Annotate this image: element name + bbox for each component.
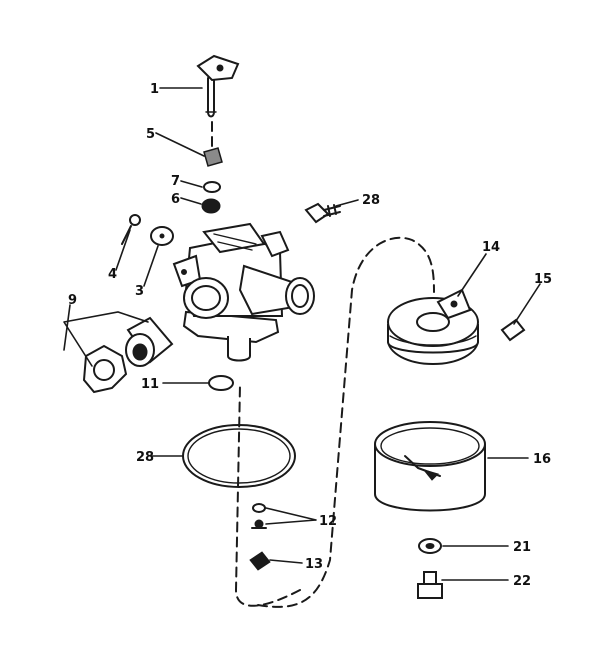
callout-6: 6 (171, 192, 180, 207)
part-6-seal (201, 198, 221, 214)
part-5-screw (203, 147, 223, 167)
part-13-needle (249, 551, 271, 571)
carburetor-body (172, 222, 315, 362)
callout-7: 7 (171, 174, 180, 189)
part-16-float-bowl (374, 421, 486, 512)
part-14-float (387, 288, 479, 365)
part-1-throttle-shaft (196, 54, 240, 118)
part-12-jet-parts (251, 503, 267, 529)
callout-5: 5 (146, 127, 155, 142)
callout-15: 15 (534, 272, 552, 287)
callout-16: 16 (533, 452, 551, 467)
part-22-bowl-bolt (417, 571, 443, 599)
callout-3: 3 (135, 284, 144, 299)
callout-9: 9 (68, 293, 77, 308)
part-9-gasket-flange (82, 344, 128, 394)
callout-4: 4 (108, 267, 117, 282)
leader-lines (63, 87, 541, 581)
part-15-hinge-pin (500, 318, 526, 342)
callout-12: 12 (319, 514, 337, 529)
assembly-dashed-line (234, 236, 435, 608)
part-21-washer (418, 538, 442, 554)
callout-11: 11 (141, 377, 159, 392)
part-4-screw (121, 214, 141, 245)
part-28-idle-screw (304, 202, 341, 224)
callout-14: 14 (482, 240, 500, 255)
part-9-air-horn (125, 316, 174, 367)
callout-28-bowl: 28 (136, 450, 154, 465)
callout-21: 21 (513, 540, 531, 555)
part-7-washer (203, 181, 221, 193)
callout-22: 22 (513, 574, 531, 589)
callout-1: 1 (150, 82, 159, 97)
callout-13: 13 (305, 557, 323, 572)
part-3-throttle-plate (150, 226, 174, 246)
callout-labels: 1 5 7 6 28 4 3 9 14 15 11 28 16 12 13 21… (68, 82, 552, 589)
part-11-seal (208, 375, 234, 391)
callout-28-top: 28 (362, 193, 380, 208)
